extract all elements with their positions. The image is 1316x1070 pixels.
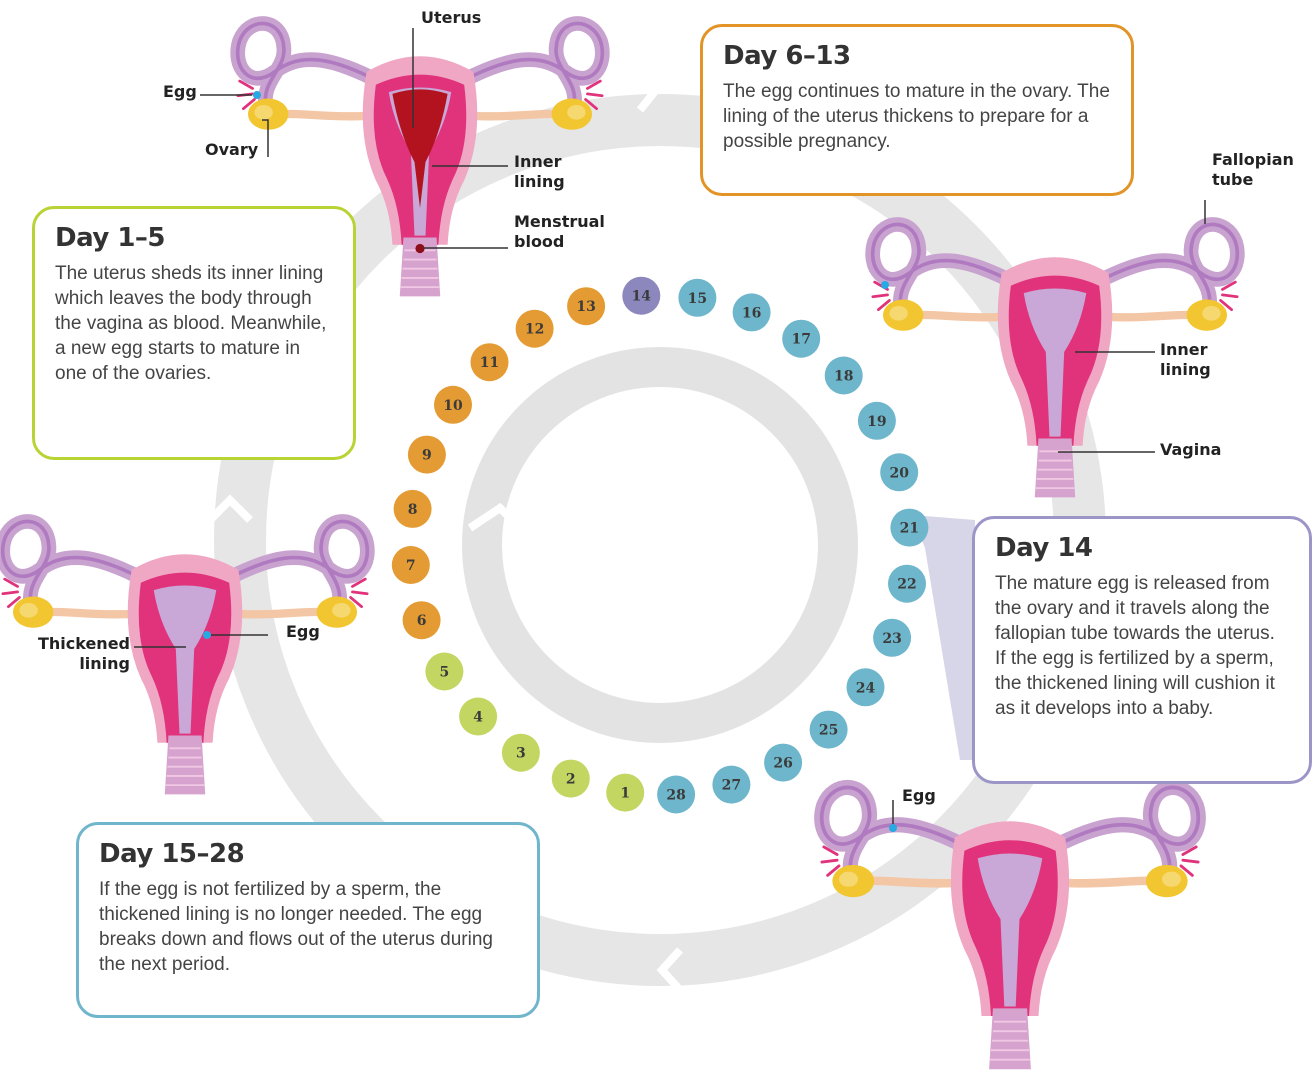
phase-box-day-15-28: Day 15–28 If the egg is not fertilized b… [76, 822, 540, 1018]
label-egg: Egg [163, 82, 197, 102]
day-number: 27 [722, 778, 741, 794]
label-uterus: Uterus [421, 8, 481, 28]
day-number: 9 [422, 448, 432, 464]
phase-description: The egg continues to mature in the ovary… [723, 79, 1111, 154]
label-ovary: Ovary [205, 140, 258, 160]
label-inner-lining: Inner lining [514, 152, 565, 192]
day-number: 18 [834, 369, 853, 385]
phase-description: If the egg is not fertilized by a sperm,… [99, 877, 517, 977]
label-line: Inner lining [514, 152, 565, 191]
day-number: 25 [819, 723, 838, 739]
label-line: Inner lining [1160, 340, 1211, 379]
day-number: 7 [406, 558, 416, 574]
label-thickened-lining: Thickened lining [34, 634, 130, 674]
phase-title: Day 15–28 [99, 839, 517, 869]
ring-chevron [1108, 470, 1130, 510]
day-number: 10 [443, 398, 463, 414]
label-egg: Egg [286, 622, 320, 642]
day-number: 22 [897, 577, 916, 593]
label-menstrual-blood: Menstrual blood [514, 212, 605, 252]
label-inner-lining: Inner lining [1160, 340, 1211, 380]
day-number: 19 [867, 414, 886, 430]
label-line: Menstrual blood [514, 212, 605, 251]
label-vagina: Vagina [1160, 440, 1221, 460]
phase-description: The mature egg is released from the ovar… [995, 571, 1289, 721]
phase-title: Day 6–13 [723, 41, 1111, 71]
egg-dot [889, 824, 897, 832]
day-number: 14 [632, 289, 652, 305]
day-number: 21 [900, 521, 919, 537]
label-fallopian-tube: Fallopian tube [1212, 150, 1294, 190]
day-number: 6 [417, 613, 427, 629]
day-number: 23 [882, 631, 901, 647]
day-number: 15 [688, 291, 707, 307]
phase-title: Day 1–5 [55, 223, 333, 253]
day-number: 2 [566, 772, 576, 788]
day-number: 1 [620, 786, 630, 802]
ovulation-beam [912, 515, 975, 760]
label-line: Thickened lining [38, 634, 130, 673]
phase-title: Day 14 [995, 533, 1289, 563]
egg-dot [253, 91, 261, 99]
day-number: 11 [480, 355, 499, 371]
label-egg: Egg [902, 786, 936, 806]
phase-box-day-1-5: Day 1–5 The uterus sheds its inner linin… [32, 206, 356, 460]
day-number: 20 [889, 465, 909, 481]
day-number: 8 [408, 502, 418, 518]
day-number: 28 [666, 788, 685, 804]
phase-box-day-6-13: Day 6–13 The egg continues to mature in … [700, 24, 1134, 196]
day-number: 4 [473, 710, 483, 726]
phase-box-day-14: Day 14 The mature egg is released from t… [972, 516, 1312, 784]
day-number: 26 [773, 756, 792, 772]
egg-dot [203, 631, 211, 639]
egg-dot [881, 281, 889, 289]
phase-description: The uterus sheds its inner lining which … [55, 261, 333, 386]
label-line: Fallopian tube [1212, 150, 1294, 189]
day-number: 17 [791, 332, 810, 348]
day-number: 24 [856, 680, 876, 696]
day-number: 12 [525, 322, 544, 338]
day-number: 13 [576, 299, 595, 315]
day-number: 16 [742, 305, 761, 321]
day-number: 3 [516, 746, 526, 762]
day-number: 5 [440, 665, 450, 681]
